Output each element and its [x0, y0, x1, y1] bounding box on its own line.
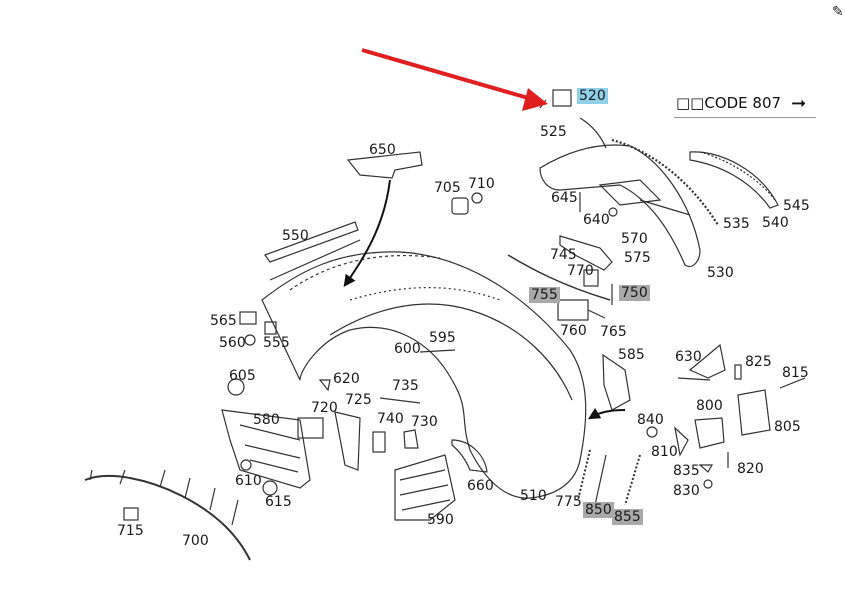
bracket-745 — [559, 235, 613, 271]
label-615: 615 — [265, 494, 292, 510]
label-745: 745 — [550, 247, 577, 263]
code-807-link[interactable]: □□CODE 807 ➞ — [674, 89, 816, 118]
part-585 — [602, 353, 631, 411]
label-770: 770 — [567, 263, 594, 279]
label-570: 570 — [621, 231, 648, 247]
label-630: 630 — [675, 349, 702, 365]
label-800: 800 — [696, 398, 723, 414]
label-510: 510 — [520, 488, 547, 504]
label-530: 530 — [707, 265, 734, 281]
label-525: 525 — [540, 124, 567, 140]
label-730: 730 — [411, 414, 438, 430]
harness-700 — [84, 474, 251, 561]
label-850: 850 — [583, 502, 614, 518]
label-640: 640 — [583, 212, 610, 228]
label-650: 650 — [369, 142, 396, 158]
label-560: 560 — [219, 335, 246, 351]
label-565: 565 — [210, 313, 237, 329]
label-825: 825 — [745, 354, 772, 370]
label-725: 725 — [345, 392, 372, 408]
label-610: 610 — [235, 473, 262, 489]
bracket-590 — [394, 454, 456, 521]
strip-535 — [611, 138, 719, 226]
label-605: 605 — [229, 368, 256, 384]
strip-550 — [264, 221, 359, 263]
label-720: 720 — [311, 400, 338, 416]
bumper-cover-510 — [261, 251, 587, 499]
block-720 — [297, 417, 324, 439]
label-645: 645 — [551, 190, 578, 206]
label-600: 600 — [394, 341, 421, 357]
label-755: 755 — [529, 287, 560, 303]
code-807-label: □□CODE 807 — [676, 94, 782, 112]
label-840: 840 — [637, 412, 664, 428]
label-815: 815 — [782, 365, 809, 381]
label-820: 820 — [737, 461, 764, 477]
part-520 — [552, 89, 572, 107]
carrier-580 — [221, 409, 311, 489]
label-775: 775 — [555, 494, 582, 510]
label-535: 535 — [723, 216, 750, 232]
label-580: 580 — [253, 412, 280, 428]
label-555: 555 — [263, 335, 290, 351]
label-750: 750 — [619, 285, 650, 301]
label-715: 715 — [117, 523, 144, 539]
label-765: 765 — [600, 324, 627, 340]
label-595: 595 — [429, 330, 456, 346]
label-805: 805 — [774, 419, 801, 435]
assembly-805 — [737, 389, 771, 436]
label-835: 835 — [673, 463, 700, 479]
label-550: 550 — [282, 228, 309, 244]
label-740: 740 — [377, 411, 404, 427]
label-660: 660 — [467, 478, 494, 494]
sensor-760 — [557, 299, 589, 321]
label-620: 620 — [333, 371, 360, 387]
label-830: 830 — [673, 483, 700, 499]
label-810: 810 — [651, 444, 678, 460]
right-arrow-icon: ➞ — [791, 92, 807, 114]
label-700: 700 — [182, 533, 209, 549]
label-760: 760 — [560, 323, 587, 339]
red-pointer-arrow — [361, 48, 536, 102]
label-545: 545 — [783, 198, 810, 214]
label-585: 585 — [618, 347, 645, 363]
label-855: 855 — [612, 509, 643, 525]
edit-icon[interactable]: ✎ — [832, 3, 844, 19]
label-590: 590 — [427, 512, 454, 528]
label-540: 540 — [762, 215, 789, 231]
label-520: 520 — [577, 88, 608, 104]
label-575: 575 — [624, 250, 651, 266]
label-710: 710 — [468, 176, 495, 192]
label-705: 705 — [434, 180, 461, 196]
strip-540 — [689, 151, 779, 209]
label-735: 735 — [392, 378, 419, 394]
upper-bumper-530 — [539, 144, 701, 268]
trim-650 — [346, 151, 423, 179]
